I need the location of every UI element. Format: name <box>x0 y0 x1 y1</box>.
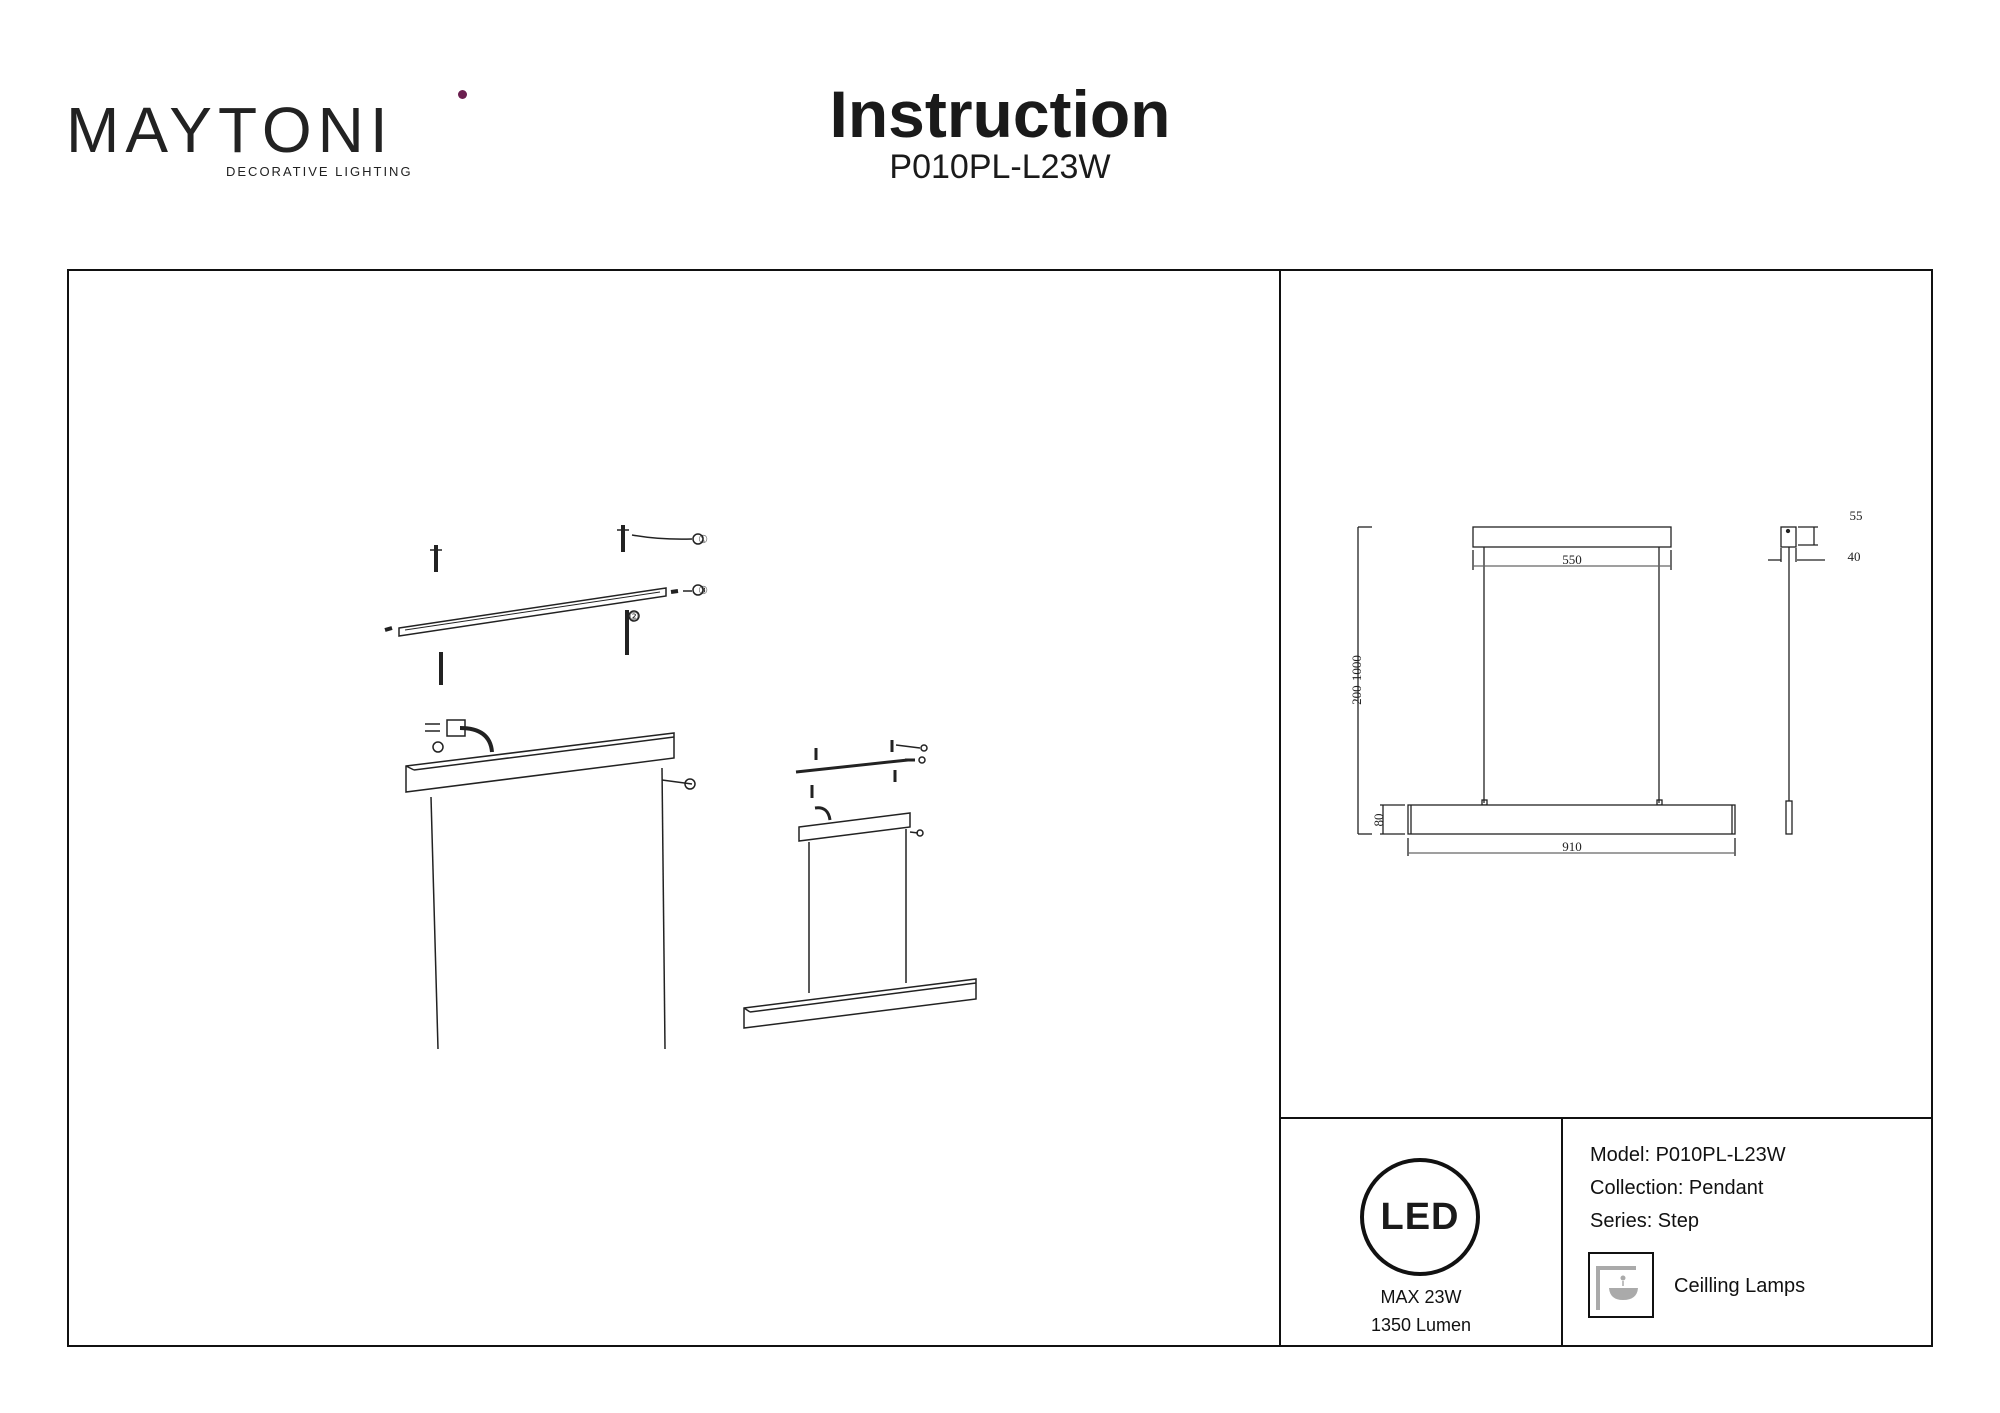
divider-info <box>1561 1118 1563 1347</box>
dimension-drawing-front <box>1357 526 1736 856</box>
ceiling-lamp-icon <box>1588 1252 1654 1318</box>
brand-logo: MAYTONI DECORATIVE LIGHTING <box>66 90 467 179</box>
dim-body-height: 80 <box>1371 814 1386 827</box>
divider-vertical <box>1279 269 1281 1347</box>
logo-dot <box>458 90 467 99</box>
screw-icon <box>430 545 442 572</box>
callout-1: ① <box>698 534 708 546</box>
callout-2: ② <box>629 611 639 623</box>
dim-canopy-spacing: 550 <box>1562 552 1582 567</box>
brand-tagline: DECORATIVE LIGHTING <box>226 164 413 179</box>
model-label: Model: P010PL-L23W <box>1590 1144 1786 1166</box>
mounting-bracket <box>398 587 667 637</box>
drawing-frame <box>67 269 1933 1347</box>
screw-icon <box>617 525 629 552</box>
series-label: Series: Step <box>1590 1210 1699 1232</box>
terminal-block-icon <box>446 719 466 737</box>
led-badge-icon: LED <box>1360 1158 1480 1276</box>
canopy <box>405 732 675 793</box>
lumen-rating: 1350 Lumen <box>1370 1315 1472 1335</box>
dim-canopy-width: 40 <box>1848 549 1861 564</box>
dimension-drawing-side <box>1768 526 1825 835</box>
assembly-diagram-large <box>384 525 704 1050</box>
collection-label: Collection: Pendant <box>1590 1177 1764 1199</box>
dim-length: 910 <box>1562 839 1582 854</box>
power-rating: MAX 23W <box>1380 1287 1462 1307</box>
divider-horizontal <box>1280 1117 1933 1119</box>
model-code: P010PL-L23W <box>889 148 1111 186</box>
dim-height-range: 200-1000 <box>1349 655 1364 705</box>
assembly-diagram-small <box>743 740 977 1029</box>
dim-canopy-height: 55 <box>1850 508 1863 523</box>
page-title: Instruction <box>829 77 1171 151</box>
callout-3: ③ <box>698 585 708 597</box>
category-label: Ceilling Lamps <box>1674 1275 1806 1297</box>
brand-name: MAYTONI <box>66 94 394 166</box>
lamp-body <box>743 978 977 1029</box>
